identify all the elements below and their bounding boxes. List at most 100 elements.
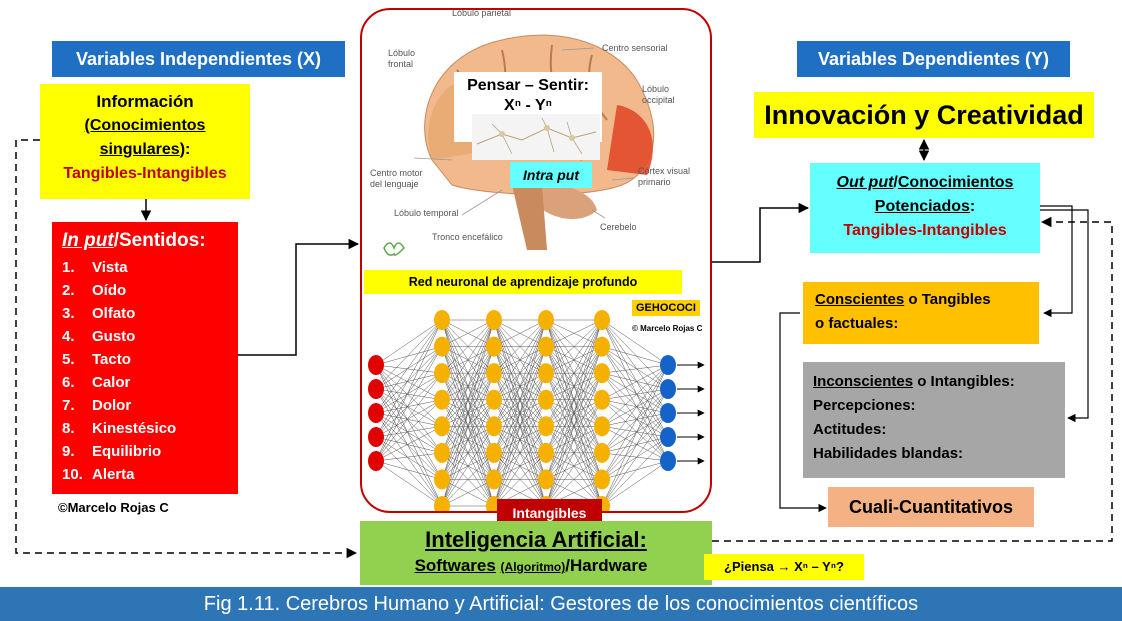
- input-neuron: [368, 379, 384, 399]
- arrow-brain-to-output: [712, 202, 810, 263]
- hidden-neuron: [538, 469, 554, 490]
- network-edge: [601, 460, 669, 480]
- output-box: Out put/Conocimientos Potenciados: Tangi…: [810, 163, 1040, 253]
- output-neuron: [660, 355, 676, 375]
- sense-item: 9. Equilibrio: [62, 440, 238, 463]
- network-edge: [601, 412, 669, 480]
- hidden-neuron: [486, 363, 502, 384]
- network-edge: [601, 372, 669, 414]
- sense-number: 9.: [62, 443, 75, 460]
- label-cerebelo: Cerebelo: [600, 222, 637, 232]
- network-edge: [601, 346, 669, 438]
- network-edge: [601, 452, 669, 462]
- innovation-box: Innovación y Creatividad: [754, 92, 1094, 138]
- network-edge: [493, 319, 547, 347]
- input-neuron: [368, 427, 384, 447]
- sense-number: 1.: [62, 259, 75, 276]
- ai-subtitle: Softwares (Algoritmo)/Hardware: [414, 556, 648, 575]
- label-tronco: Tronco encefálico: [432, 232, 503, 242]
- network-edge: [375, 364, 443, 427]
- sense-label: Vista: [92, 259, 128, 276]
- output-neuron: [660, 427, 676, 447]
- network-edge: [441, 319, 495, 374]
- sense-number: 8.: [62, 420, 75, 437]
- network-edge: [601, 436, 669, 507]
- sense-item: 1. Vista: [62, 256, 238, 279]
- network-edge: [375, 412, 443, 480]
- network-edge: [601, 399, 669, 462]
- hidden-neuron: [594, 416, 610, 437]
- sense-number: 5.: [62, 351, 75, 368]
- hidden-neuron: [486, 310, 502, 330]
- intra-put-label: Intra put: [510, 162, 592, 188]
- sense-label: Gusto: [92, 328, 136, 345]
- unconscious-box: Inconscientes o Intangibles: Percepcione…: [803, 362, 1065, 478]
- hidden-neuron: [594, 389, 610, 410]
- network-edge: [375, 412, 443, 507]
- sense-number: 4.: [62, 328, 75, 345]
- network-edge: [441, 319, 495, 507]
- unconscious-line-2: Percepciones:: [813, 397, 916, 414]
- sense-label: Olfato: [92, 305, 136, 322]
- sense-item: 7.Dolor: [62, 394, 238, 417]
- network-edge: [375, 364, 443, 374]
- network-edge: [493, 319, 547, 427]
- output-neuron: [660, 379, 676, 399]
- network-edge: [375, 364, 443, 507]
- network-edge: [493, 373, 547, 507]
- neural-network: [368, 310, 705, 511]
- network-edge: [441, 399, 495, 507]
- network-edge: [601, 364, 669, 427]
- sense-label: Dolor: [92, 397, 132, 414]
- network-edge: [375, 319, 443, 390]
- hidden-neuron: [434, 496, 450, 511]
- hidden-neuron: [486, 469, 502, 490]
- hidden-neuron: [594, 469, 610, 490]
- network-edge: [601, 319, 669, 438]
- sense-item: 4. Gusto: [62, 325, 238, 348]
- network-edge: [375, 346, 443, 366]
- conscious-line-1: Conscientes o Tangibles: [815, 291, 991, 308]
- sense-number: 3.: [62, 305, 75, 322]
- network-edge: [441, 373, 495, 507]
- label-occipital-2: occipital: [642, 95, 675, 105]
- network-edge: [375, 364, 443, 480]
- label-temporal: Lóbulo temporal: [394, 208, 459, 218]
- network-edge: [375, 388, 443, 427]
- conscious-box: Conscientes o Tangibles o factuales:: [803, 282, 1039, 344]
- sense-label: Equilibrio: [92, 443, 162, 460]
- hidden-neuron: [538, 363, 554, 384]
- network-edge: [441, 319, 495, 453]
- network-edge: [601, 319, 669, 462]
- network-edge: [493, 346, 547, 507]
- output-neuron: [660, 403, 676, 423]
- network-edge: [375, 319, 443, 438]
- output-tangibles: Tangibles-Intangibles: [843, 222, 1007, 239]
- network-edge: [545, 373, 603, 507]
- cuali-box: Cuali-Cuantitativos: [828, 487, 1034, 527]
- ai-box: Inteligencia Artificial: Softwares (Algo…: [360, 521, 712, 585]
- network-edge: [441, 319, 495, 347]
- copyright-left: ©Marcelo Rojas C: [58, 500, 169, 515]
- info-title: Información: [96, 92, 194, 111]
- network-edge: [601, 388, 669, 427]
- network-edge: [493, 319, 547, 480]
- gehococi-brand: GEHOCOCI: [632, 300, 700, 316]
- network-edge: [441, 426, 495, 507]
- hidden-neuron: [594, 442, 610, 463]
- network-edge: [601, 319, 669, 414]
- info-line-3: singulares):: [99, 141, 191, 158]
- sense-item: 8.Kinestésico: [62, 417, 238, 440]
- network-edge: [545, 319, 603, 347]
- hidden-neuron: [434, 442, 450, 463]
- network-edge: [601, 388, 669, 480]
- network-edge: [375, 436, 443, 480]
- hidden-neuron: [486, 336, 502, 357]
- network-edge: [601, 460, 669, 507]
- hidden-neuron: [486, 389, 502, 410]
- network-edge: [601, 364, 669, 454]
- network-edge: [601, 412, 669, 454]
- network-edge: [375, 319, 443, 462]
- network-edge: [441, 319, 495, 480]
